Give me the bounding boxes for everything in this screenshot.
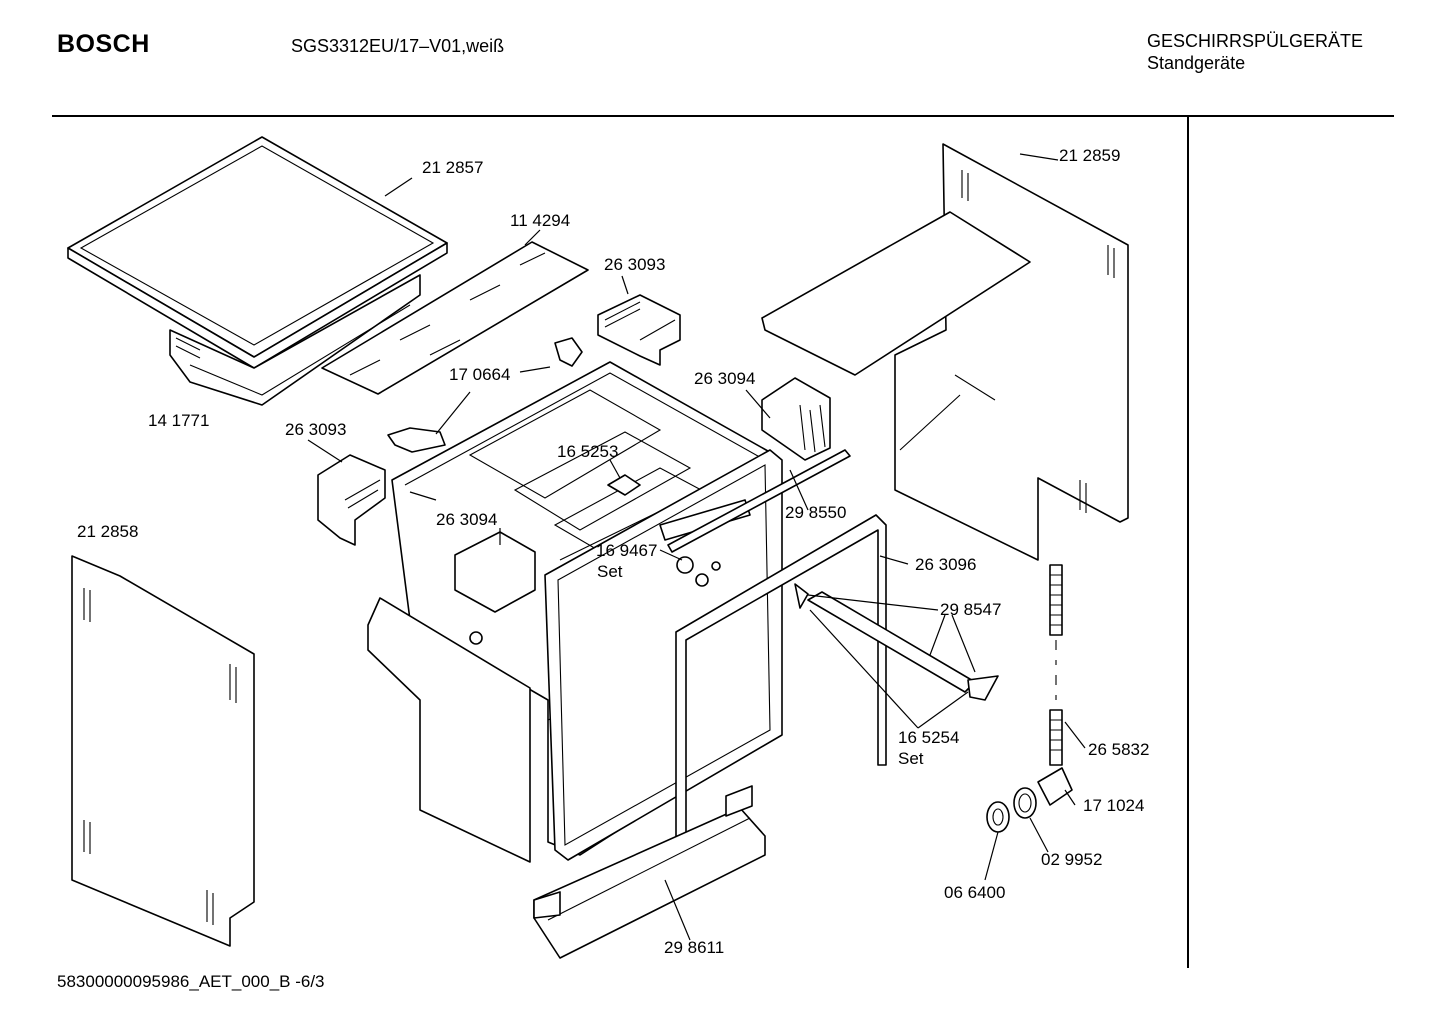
door-seal-part[interactable] xyxy=(544,449,783,861)
header-divider xyxy=(52,115,1394,117)
seal-strip-298550-part[interactable] xyxy=(667,449,851,553)
part-label: 16 5254 xyxy=(898,728,959,747)
part-label: 21 2858 xyxy=(77,522,138,541)
part-label: Set xyxy=(597,562,623,581)
part-label: Set xyxy=(898,749,924,768)
clip-165253-part[interactable] xyxy=(607,474,641,496)
part-label: 26 3096 xyxy=(915,555,976,574)
kick-plate-part[interactable] xyxy=(533,785,766,959)
control-box-top-part[interactable] xyxy=(761,377,831,461)
category-block: GESCHIRRSPÜLGERÄTE Standgeräte xyxy=(1147,30,1363,74)
part-label: 26 3094 xyxy=(694,369,755,388)
side-panel-right-part[interactable] xyxy=(761,143,1129,561)
part-label: 29 8550 xyxy=(785,503,846,522)
category-title: GESCHIRRSPÜLGERÄTE xyxy=(1147,31,1364,51)
hinge-top-part[interactable] xyxy=(554,337,583,367)
model-number: SGS3312EU/17–V01,weiß xyxy=(291,36,505,56)
part-label: 26 3093 xyxy=(604,255,665,274)
brand-logo: BOSCH xyxy=(57,30,150,58)
cap-066400-part[interactable] xyxy=(986,801,1010,833)
part-label: 26 5832 xyxy=(1088,740,1149,759)
part-label: 21 2857 xyxy=(422,158,483,177)
part-label: 21 2859 xyxy=(1059,146,1120,165)
insulation-foil-part[interactable] xyxy=(321,241,589,395)
elbow-fitting-part[interactable] xyxy=(1037,767,1073,806)
bracket-left-part[interactable] xyxy=(317,454,386,546)
part-label: 02 9952 xyxy=(1041,850,1102,869)
rail-298547-part[interactable] xyxy=(794,583,999,701)
bracket-top-part[interactable] xyxy=(597,294,681,366)
front-panel-part[interactable] xyxy=(367,597,531,863)
part-label: 06 6400 xyxy=(944,883,1005,902)
hinge-left-part[interactable] xyxy=(387,427,446,453)
nozzle-set-part[interactable] xyxy=(659,499,751,587)
document-id: 58300000095986_AET_000_B -6/3 xyxy=(57,972,325,991)
ring-029952-part[interactable] xyxy=(1013,787,1037,819)
part-label: 29 8547 xyxy=(940,600,1001,619)
part-label: 14 1771 xyxy=(148,411,209,430)
part-label: 29 8611 xyxy=(664,938,724,957)
part-label: 26 3093 xyxy=(285,420,346,439)
part-label: 17 1024 xyxy=(1083,796,1144,815)
part-label: 16 9467 xyxy=(596,541,657,560)
category-subtitle: Standgeräte xyxy=(1147,53,1246,73)
part-label: 16 5253 xyxy=(557,442,618,461)
side-panel-left-part[interactable] xyxy=(71,555,255,947)
part-label: 17 0664 xyxy=(449,365,510,384)
part-label: 26 3094 xyxy=(436,510,497,529)
worktop-part[interactable] xyxy=(67,136,448,406)
sidebar-divider xyxy=(1187,117,1189,968)
part-label: 11 4294 xyxy=(510,211,570,230)
leader-lines xyxy=(307,153,1086,941)
drain-hose-part[interactable] xyxy=(1049,564,1063,766)
